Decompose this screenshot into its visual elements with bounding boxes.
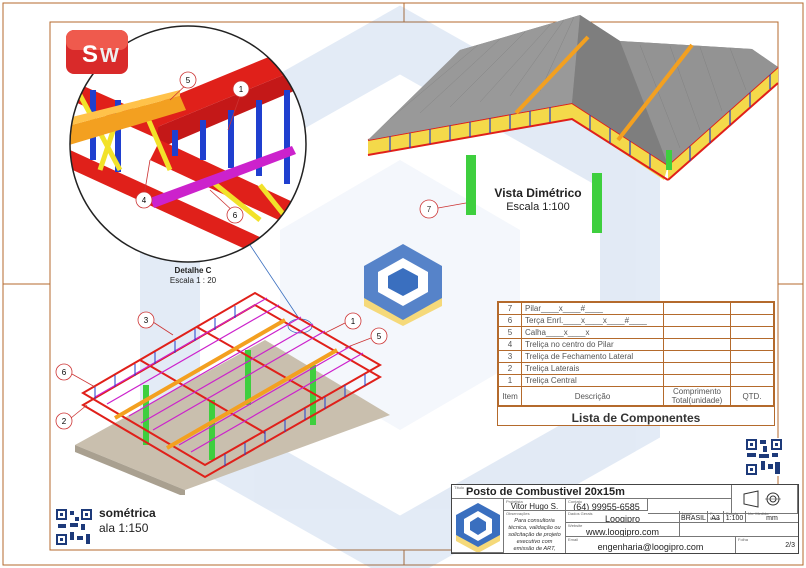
company-name: Loogipro <box>604 514 641 523</box>
dimetric-view-title: Vista Dimétrico <box>494 186 582 200</box>
svg-text:6: 6 <box>233 211 238 220</box>
iso-balloon-2: 2 <box>55 404 88 430</box>
svg-text:5: 5 <box>186 76 191 85</box>
project-title-cell: Título Posto de Combustivel 20x15m <box>452 485 732 499</box>
detail-view-title: Detalhe C <box>174 266 212 275</box>
detail-balloon-6: 6 <box>209 189 244 224</box>
projection-symbol-icon <box>743 490 781 508</box>
svg-text:5: 5 <box>377 332 382 341</box>
country: BRASIL <box>681 515 706 522</box>
iso-balloon-6: 6 <box>55 363 96 388</box>
svg-text:6: 6 <box>62 368 67 377</box>
project-title: Posto de Combustivel 20x15m <box>466 486 625 498</box>
svg-text:W: W <box>100 45 119 67</box>
svg-text:4: 4 <box>142 196 147 205</box>
detail-balloon-5: 5 <box>169 71 197 101</box>
svg-text:2: 2 <box>62 417 67 426</box>
website: www.loogipro.com <box>585 527 660 537</box>
title-block: Título Posto de Combustivel 20x15m Proje… <box>451 484 799 554</box>
contact-phone: (64) 99955-6585 <box>573 502 640 511</box>
isometric-view-title: sométrica <box>99 506 156 520</box>
company-logo-cell <box>452 499 504 553</box>
email: engenharia@loogipro.com <box>597 542 704 552</box>
notes-text: Para consultoria técnica, validação ou s… <box>508 518 561 552</box>
author-name: Vitor Hugo S. Luz <box>510 502 559 511</box>
svg-text:7: 7 <box>427 205 432 214</box>
drawing-scale: 1:100 <box>725 515 744 522</box>
detail-view-scale: Escala 1 : 20 <box>169 276 217 285</box>
table-header: Item Descrição Comprimento Total(unidade… <box>498 386 774 406</box>
sheet-size: A3 <box>711 515 720 522</box>
measure-unit: mm <box>766 515 778 522</box>
projection-symbol-cell <box>732 485 798 514</box>
detail-balloon-4: 4 <box>135 159 153 209</box>
svg-text:S: S <box>82 41 98 68</box>
svg-text:1: 1 <box>351 317 356 326</box>
loogipro-logo-icon <box>360 242 446 326</box>
dimetric-view-scale: Escala 1:100 <box>506 201 570 213</box>
isometric-view[interactable]: 3 1 5 6 2 <box>55 285 400 495</box>
qr-code-icon <box>745 438 783 476</box>
detail-view-c[interactable]: 1 5 4 6 <box>60 20 320 270</box>
balloon-7: 7 <box>419 199 467 219</box>
dimetric-view[interactable]: 7 <box>350 15 785 245</box>
solidworks-logo-icon: S W <box>66 30 128 74</box>
detail-balloon-1: 1 <box>227 80 250 131</box>
isometric-view-scale: ala 1:150 <box>99 521 149 535</box>
qr-code-icon <box>55 508 93 546</box>
svg-text:1: 1 <box>239 85 244 94</box>
component-list-title: Lista de Componentes <box>498 406 774 429</box>
sheet-number: 2/3 <box>785 542 795 549</box>
loogipro-logo-icon <box>456 503 500 552</box>
svg-text:3: 3 <box>144 316 149 325</box>
iso-balloon-1: 1 <box>324 312 362 334</box>
iso-balloon-3: 3 <box>137 311 174 336</box>
iso-balloon-5: 5 <box>344 327 388 349</box>
